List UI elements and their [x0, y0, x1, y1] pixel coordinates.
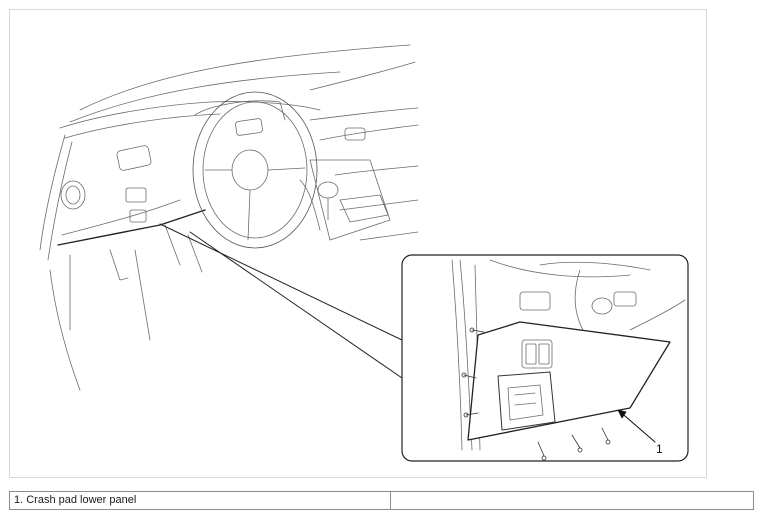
legend-table: 1. Crash pad lower panel	[9, 491, 754, 510]
detail-callout: 1	[401, 254, 689, 462]
legend-label: 1. Crash pad lower panel	[9, 491, 391, 510]
screw-icons	[461, 327, 611, 461]
legend-row: 1. Crash pad lower panel	[9, 491, 754, 510]
dashboard-illustration: 1	[39, 44, 689, 462]
illustration-frame: 1	[9, 9, 707, 478]
legend-value	[390, 491, 754, 510]
interior-overview	[39, 44, 419, 391]
leader-lines	[159, 223, 403, 379]
callout-number: 1	[656, 442, 663, 456]
